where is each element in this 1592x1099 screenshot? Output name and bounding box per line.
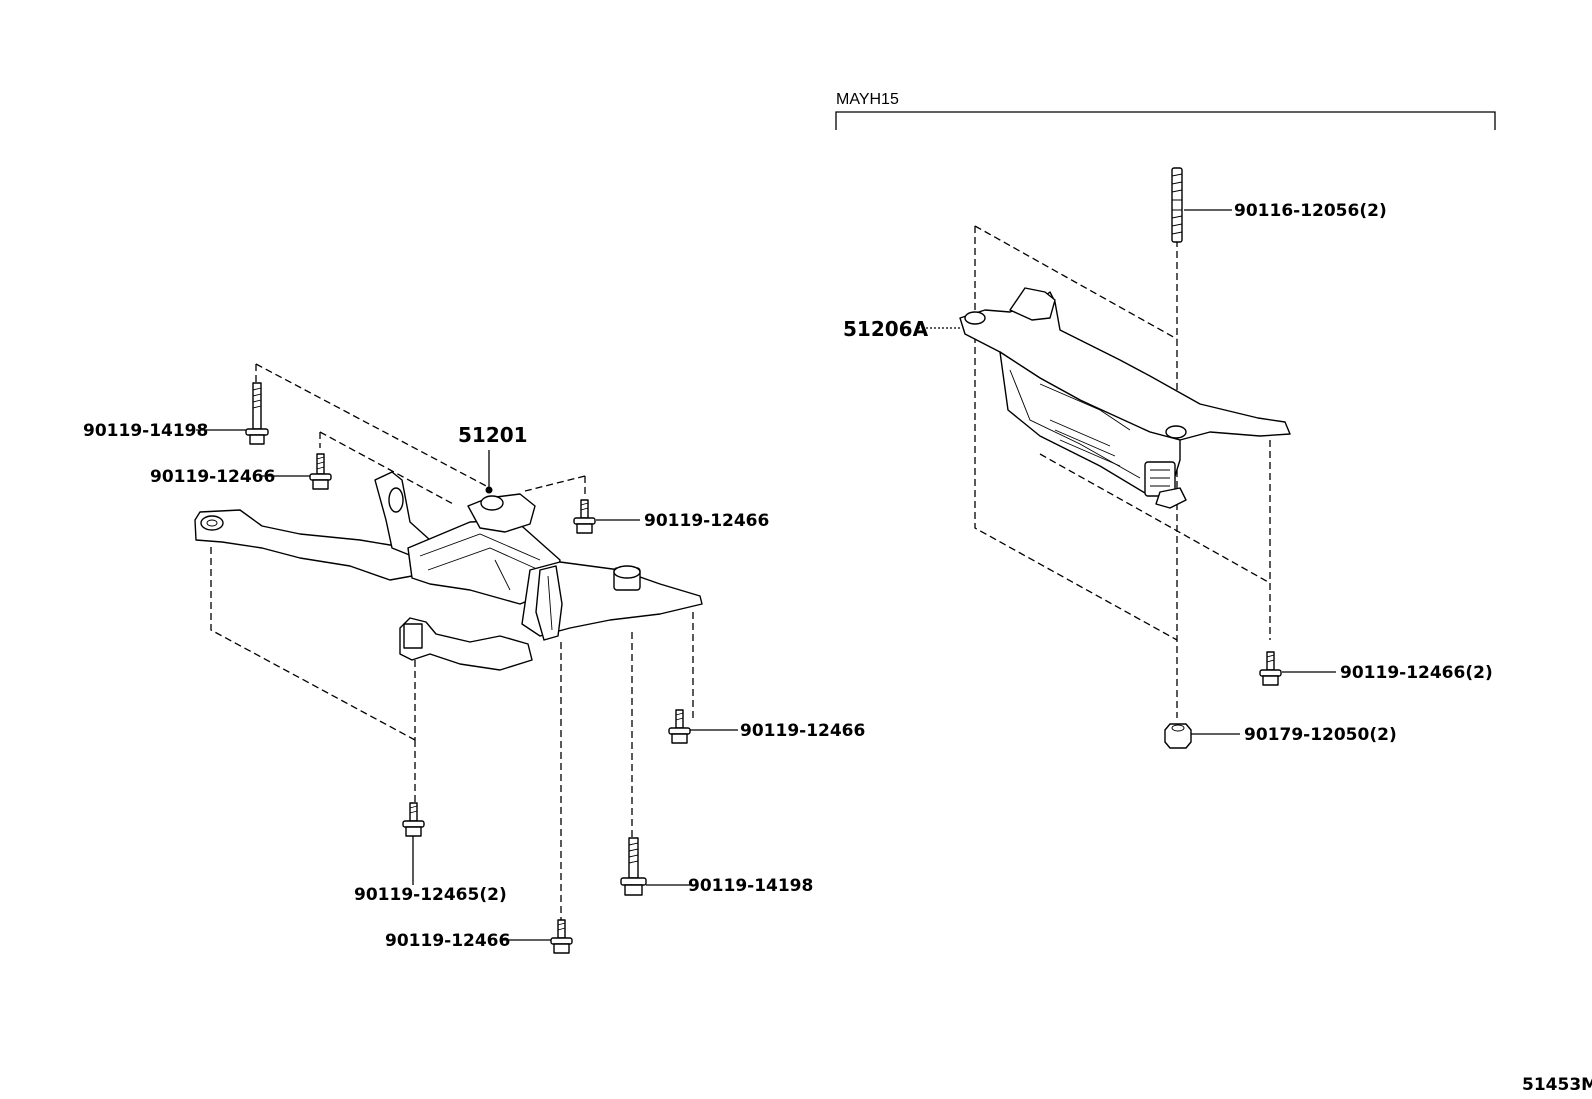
stud-90116-12056-icon: [1171, 167, 1183, 243]
bolt-90119-14198-top-icon: [245, 382, 269, 445]
label-90119-12466-x2: 90119-12466(2): [1340, 663, 1493, 683]
bolt-90119-12466-right-icon: [573, 499, 596, 534]
diagram-code: 51453M: [1522, 1075, 1592, 1095]
bolt-90119-12466-mid-icon: [668, 709, 691, 744]
alignment-dashed-lines-left: [210, 363, 694, 922]
label-90179-12050-x2: 90179-12050(2): [1244, 725, 1397, 745]
front-crossmember-assembly: 51201 90119-14198 90119-12466 9: [83, 363, 865, 954]
label-51206A: 51206A: [843, 317, 929, 341]
bolt-90119-12465-icon: [402, 802, 425, 837]
label-90119-12466-bottom: 90119-12466: [385, 931, 510, 951]
label-90119-12465-x2: 90119-12465(2): [354, 885, 507, 905]
rear-crossmember-assembly: MAYH15: [835, 91, 1496, 749]
label-90119-12466-mid: 90119-12466: [740, 721, 865, 741]
crossmember-51201-drawing: [194, 471, 703, 671]
label-51201: 51201: [458, 423, 528, 447]
label-90119-14198-bottom: 90119-14198: [688, 876, 813, 896]
bolt-90119-14198-bottom-icon: [620, 837, 647, 896]
nut-90179-12050-icon: [1164, 723, 1192, 749]
label-90119-12466-left: 90119-12466: [150, 467, 275, 487]
bolt-90119-12466-bottom-icon: [550, 919, 573, 954]
crossmember-51206A-drawing: [959, 287, 1291, 509]
label-90119-12466-right: 90119-12466: [644, 511, 769, 531]
bolt-90119-12466-left-icon: [309, 453, 332, 490]
group-header-mayh15: MAYH15: [836, 91, 899, 108]
label-90119-14198-top: 90119-14198: [83, 421, 208, 441]
group-bracket: [835, 111, 1496, 130]
label-90116-12056-x2: 90116-12056(2): [1234, 201, 1387, 221]
bolt-90119-12466-x2-icon: [1259, 651, 1282, 686]
